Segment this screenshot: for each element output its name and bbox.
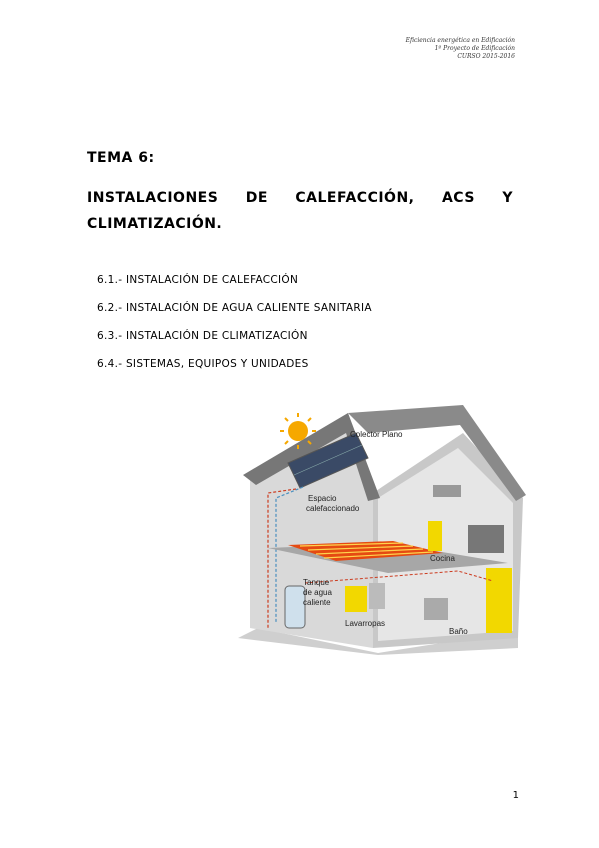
label-tank-1: Tanque (303, 578, 330, 587)
washing-machine (369, 583, 385, 609)
label-tank-3: caliente (303, 598, 331, 607)
distribution-pipe (304, 570, 494, 584)
roof-left (243, 413, 380, 501)
toc-item: 6.2.- INSTALACIÓN DE AGUA CALIENTE SANIT… (97, 302, 372, 314)
solar-collector (287, 432, 369, 489)
kitchen-cabinets (433, 485, 461, 497)
header-line-1: Eficiencia energética en Edificación (405, 37, 515, 44)
cold-pipe (275, 486, 304, 623)
label-space-1: Espacio (308, 494, 337, 503)
chapter-title: INSTALACIONES DE CALEFACCIÓN, ACS Y CLIM… (87, 185, 513, 237)
chapter-title-line-1: INSTALACIONES DE CALEFACCIÓN, ACS Y (87, 185, 513, 211)
label-kitchen: Cocina (430, 554, 455, 563)
bathroom-sink (424, 598, 448, 620)
title-word: Y (502, 190, 513, 206)
table-of-contents: 6.1.- INSTALACIÓN DE CALEFACCIÓN 6.2.- I… (97, 274, 372, 386)
toc-item: 6.4.- SISTEMAS, EQUIPOS Y UNIDADES (97, 358, 309, 370)
title-word: ACS (441, 190, 475, 206)
label-collector: Colector Plano (350, 430, 403, 439)
bathroom-heater (486, 568, 512, 633)
stove (468, 525, 504, 553)
roof-right (348, 405, 526, 501)
label-laundry: Lavarropas (345, 619, 385, 628)
kitchen-boiler (428, 521, 442, 551)
house-heating-illustration: Colector Plano Espacio calefaccionado Ta… (238, 405, 526, 655)
label-bathroom: Baño (449, 627, 468, 636)
interior-wall (378, 448, 513, 641)
chapter-title-line-2: CLIMATIZACIÓN. (87, 216, 223, 232)
sun-icon (280, 413, 316, 449)
toc-item: 6.1.- INSTALACIÓN DE CALEFACCIÓN (97, 274, 299, 286)
tema-heading: TEMA 6: (87, 150, 155, 166)
laundry-heater (345, 586, 367, 612)
left-wall (250, 423, 373, 648)
title-word: CALEFACCIÓN, (295, 190, 415, 206)
document-header: Eficiencia energética en Edificación 1º … (406, 37, 515, 61)
label-space-2: calefaccionado (306, 504, 360, 513)
header-line-3: CURSO 2015-2016 (457, 53, 515, 60)
toc-item: 6.3.- INSTALACIÓN DE CLIMATIZACIÓN (97, 330, 308, 342)
title-word: DE (245, 190, 268, 206)
title-word: INSTALACIONES (87, 190, 219, 206)
page-number: 1 (512, 790, 519, 801)
header-line-2: 1º Proyecto de Edificación (434, 45, 515, 52)
water-tank (284, 585, 306, 629)
label-tank-2: de agua (303, 588, 332, 597)
